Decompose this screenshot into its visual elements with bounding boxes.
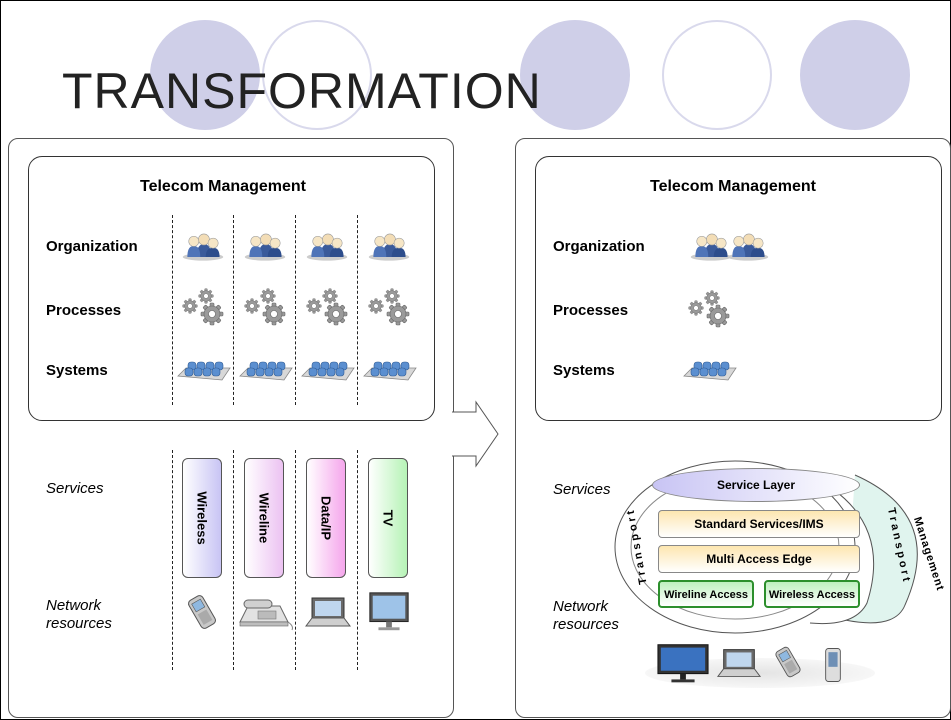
after-heading: Telecom Management: [650, 178, 816, 195]
decor-circle-3: [520, 20, 630, 130]
wireline-access-layer: Wireline Access: [658, 580, 754, 608]
gears-icon: [688, 290, 732, 330]
service-label-tv: TV: [380, 509, 396, 527]
people-icon: [725, 228, 771, 262]
database-icon: [682, 356, 738, 384]
multi-access-edge-layer: Multi Access Edge: [658, 545, 860, 573]
monitor-icon: [366, 590, 412, 634]
gears-icon: [306, 288, 350, 328]
people-icon: [242, 228, 288, 262]
mobile-phone-icon: [770, 644, 806, 680]
desk-phone-icon: [236, 596, 296, 632]
standard-services-layer: Standard Services/IMS: [658, 510, 860, 538]
service-layer: Service Layer: [652, 468, 860, 502]
decor-circle-5: [800, 20, 910, 130]
before-row-systems: Systems: [46, 362, 108, 379]
after-management-box: [535, 156, 942, 421]
before-dashed-divider: [295, 215, 296, 405]
before-dashed-divider: [233, 450, 234, 670]
database-icon: [176, 356, 232, 384]
before-services-label: Services: [46, 480, 104, 497]
after-network-label-2: resources: [553, 616, 619, 633]
after-row-organization: Organization: [553, 238, 645, 255]
laptop-icon: [716, 645, 762, 681]
after-row-processes: Processes: [553, 302, 629, 319]
service-label-wireline: Wireline: [256, 492, 272, 544]
database-icon: [300, 356, 356, 384]
before-heading: Telecom Management: [140, 178, 306, 195]
service-label-data-ip: Data/IP: [318, 495, 334, 541]
decor-circle-2: [262, 20, 372, 130]
before-dashed-divider: [172, 215, 173, 405]
gears-icon: [244, 288, 288, 328]
service-box-data-ip: Data/IP: [306, 458, 346, 578]
service-box-wireless: Wireless: [182, 458, 222, 578]
database-icon: [238, 356, 294, 384]
people-icon: [180, 228, 226, 262]
before-row-organization: Organization: [46, 238, 138, 255]
gears-icon: [368, 288, 412, 328]
before-management-box: [28, 156, 435, 421]
before-network-label-2: resources: [46, 615, 112, 632]
database-icon: [362, 356, 418, 384]
service-label-wireless: Wireless: [194, 491, 210, 545]
people-icon: [366, 228, 412, 262]
decor-circle-4: [662, 20, 772, 130]
before-network-label-1: Network: [46, 597, 102, 614]
gears-icon: [182, 288, 226, 328]
after-network-label-1: Network: [553, 598, 609, 615]
before-dashed-divider: [357, 450, 358, 670]
laptop-icon: [304, 594, 352, 630]
before-dashed-divider: [295, 450, 296, 670]
people-icon: [304, 228, 350, 262]
mobile-phone-icon: [182, 592, 222, 632]
wireless-access-layer: Wireless Access: [764, 580, 860, 608]
after-row-systems: Systems: [553, 362, 615, 379]
slide-title: TRANSFORMATION: [62, 63, 542, 119]
before-dashed-divider: [233, 215, 234, 405]
service-box-tv: TV: [368, 458, 408, 578]
after-services-label: Services: [553, 481, 611, 498]
transition-arrow-icon: [452, 400, 499, 468]
before-row-processes: Processes: [46, 302, 122, 319]
decor-circle-1: [150, 20, 260, 130]
service-box-wireline: Wireline: [244, 458, 284, 578]
before-dashed-divider: [172, 450, 173, 670]
before-dashed-divider: [357, 215, 358, 405]
monitor-icon: [656, 642, 710, 686]
pda-icon: [822, 646, 844, 684]
